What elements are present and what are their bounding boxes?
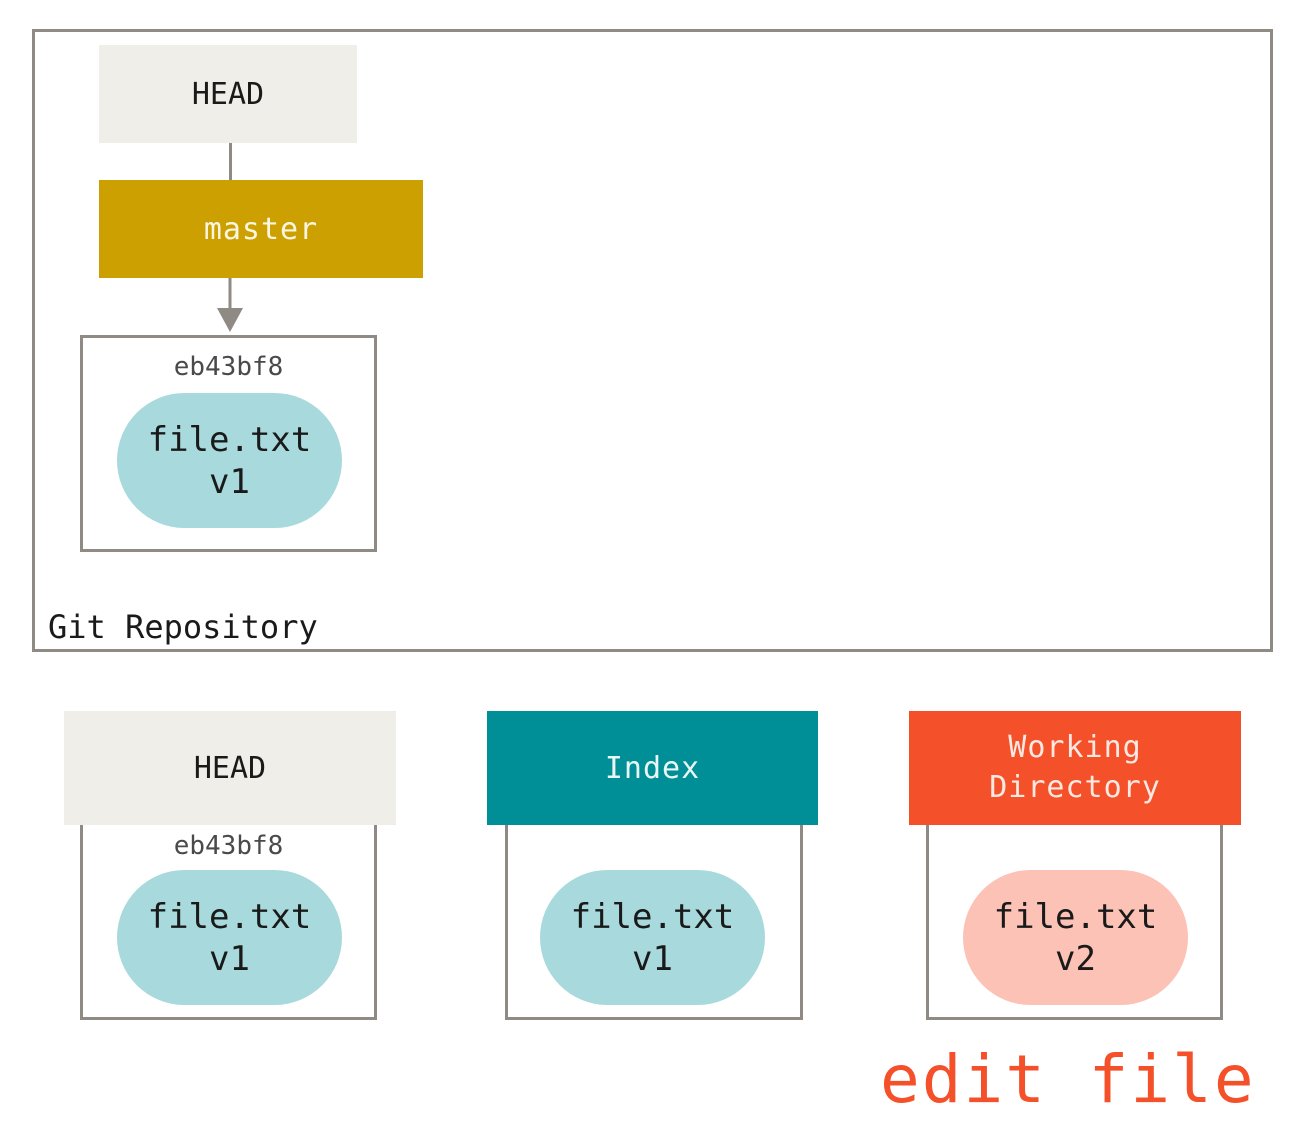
index-tree-file-blob: file.txt v1 [540,870,765,1005]
index-tree-file-name: file.txt [570,896,735,937]
head-tree-title: HEAD [193,750,267,786]
repo-file-version: v1 [209,461,250,502]
edit-file-label: edit file [880,1041,1256,1118]
repo-head-label: HEAD [191,76,265,112]
head-tree-header: HEAD [64,711,396,825]
index-tree-header: Index [487,711,818,825]
head-tree-file-blob: file.txt v1 [117,870,342,1005]
branch-to-commit-arrow [217,278,243,332]
index-tree-title: Index [604,750,701,786]
repo-file-blob: file.txt v1 [117,393,342,528]
working-directory-file-version: v2 [1055,938,1096,979]
repo-file-name: file.txt [147,419,312,460]
branch-label: master [203,211,319,247]
index-tree-file-version: v1 [632,938,673,979]
working-directory-file-blob: file.txt v2 [963,870,1188,1005]
working-directory-title-line2: Directory [989,770,1161,805]
head-tree-file-version: v1 [209,938,250,979]
repo-commit-hash: eb43bf8 [173,352,284,382]
head-tree-hash: eb43bf8 [173,831,284,861]
git-repository-frame [32,29,1273,652]
working-directory-title-line1: Working [1008,730,1142,765]
working-directory-file-name: file.txt [993,896,1158,937]
working-directory-header: Working Directory [909,711,1241,825]
head-to-branch-connector [229,143,232,180]
repo-head-ref: HEAD [99,45,357,143]
head-tree-file-name: file.txt [147,896,312,937]
git-repository-label: Git Repository [48,608,318,646]
branch-master: master [99,180,423,278]
